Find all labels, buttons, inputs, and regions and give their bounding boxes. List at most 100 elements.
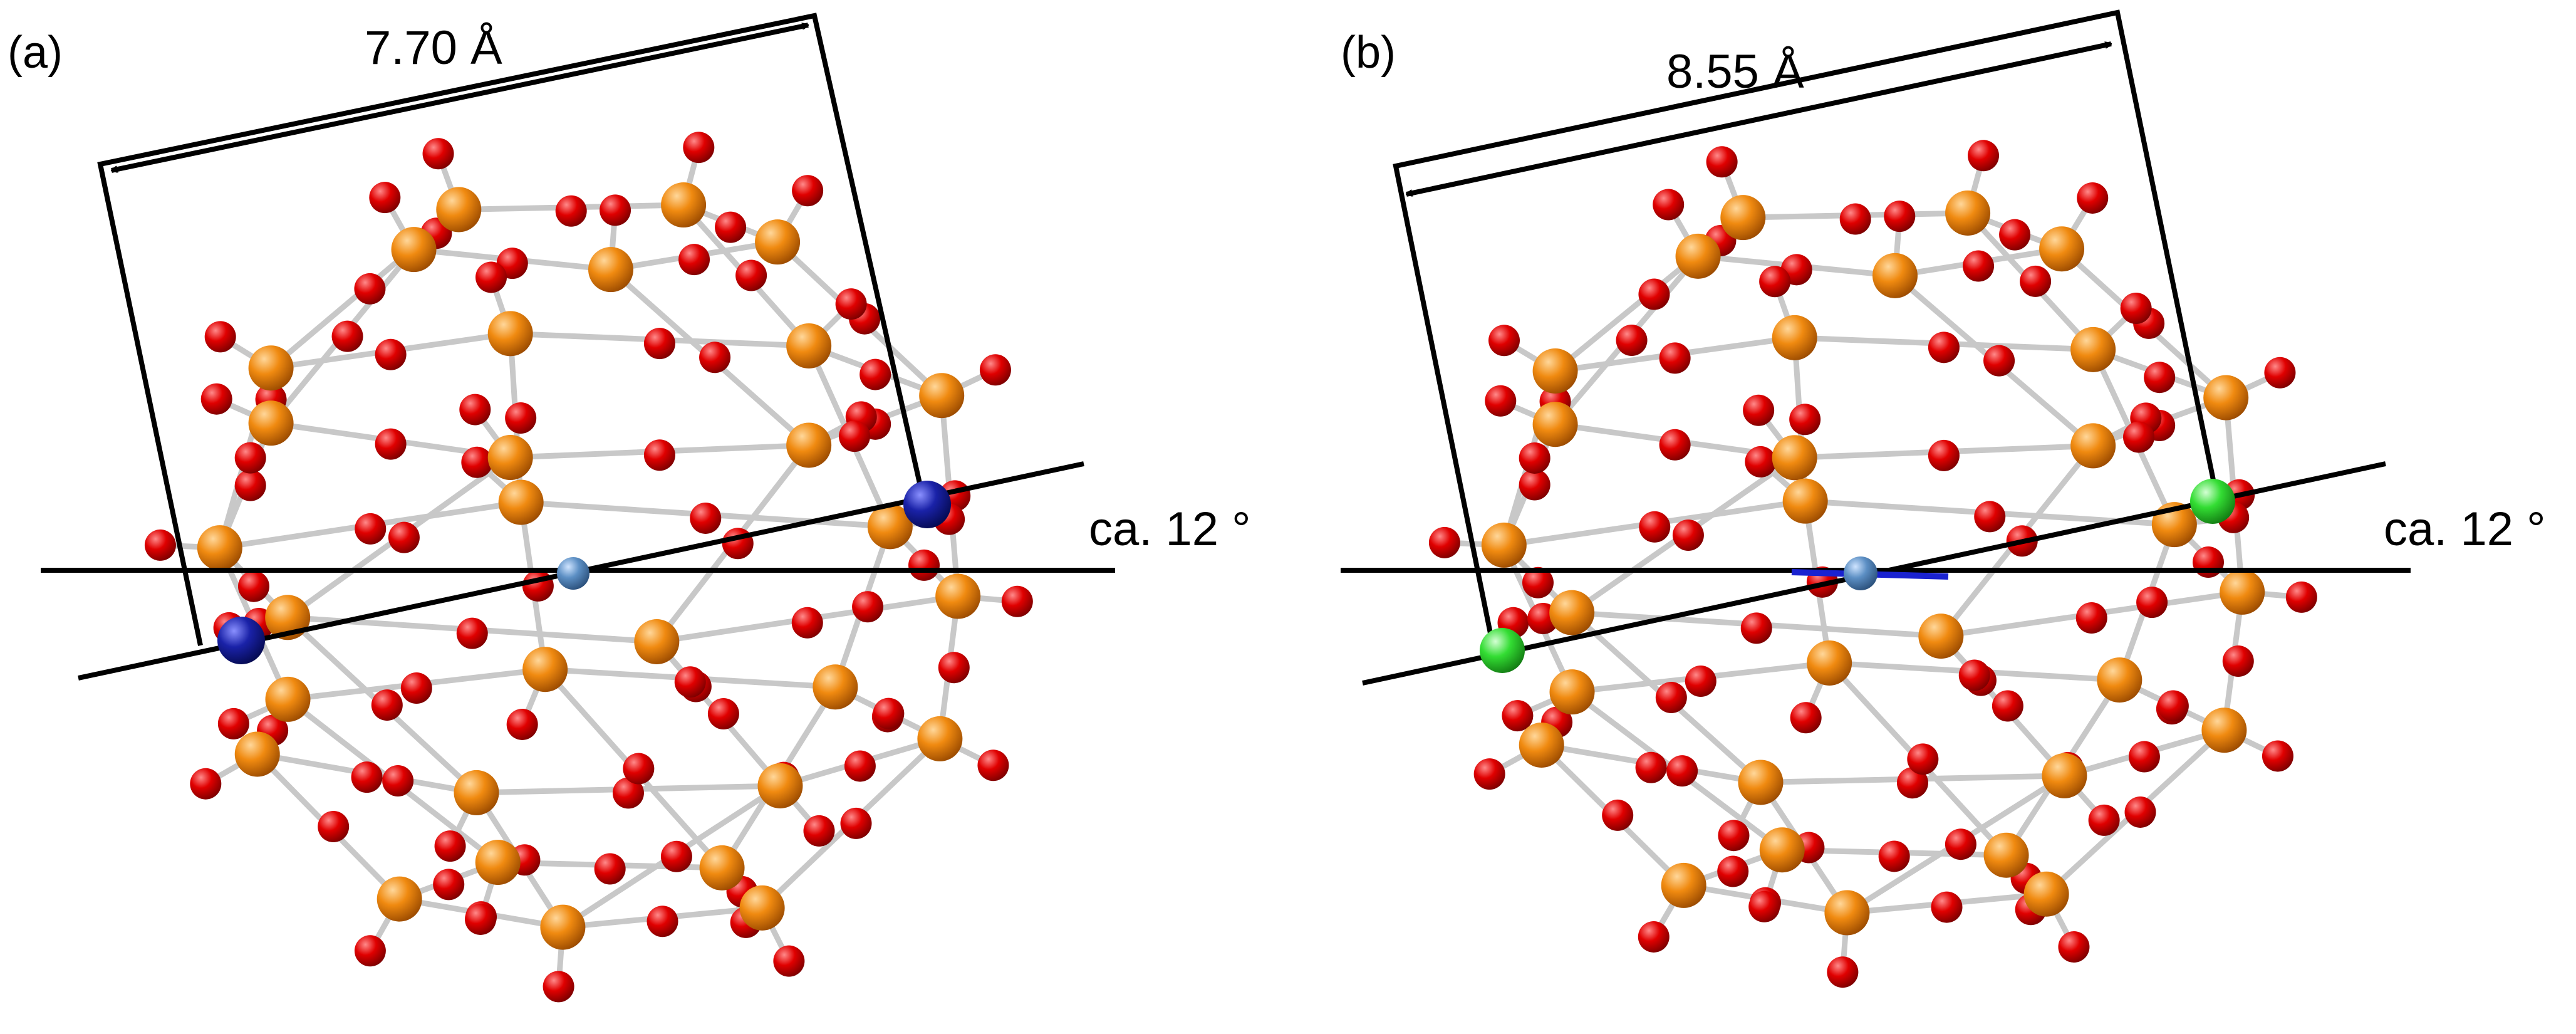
oxygen-atom [2088, 804, 2120, 836]
metal-atom [2039, 226, 2085, 272]
oxygen-atom [1992, 690, 2023, 722]
oxygen-atom [2120, 293, 2152, 325]
oxygen-atom [1639, 511, 1671, 543]
oxygen-atom [840, 807, 872, 839]
oxygen-atom [1968, 140, 2000, 172]
oxygen-atom [204, 321, 236, 353]
oxygen-atom [844, 750, 876, 782]
oxygen-atom [1638, 921, 1670, 953]
atoms-a [144, 132, 1033, 1003]
oxygen-atom [234, 469, 266, 501]
oxygen-atom [461, 446, 493, 478]
oxygen-atom [1748, 890, 1780, 922]
metal-atom [2220, 569, 2265, 615]
oxygen-atom [1963, 250, 1995, 282]
oxygen-atom [643, 328, 675, 360]
oxygen-atom [860, 358, 891, 390]
oxygen-atom [434, 830, 466, 862]
oxygen-atom [355, 513, 387, 545]
oxygen-atom [1745, 446, 1777, 478]
oxygen-atom [643, 439, 675, 471]
metal-atom [2070, 423, 2116, 469]
metal-atom [919, 373, 965, 419]
oxygen-atom [331, 320, 363, 352]
oxygen-atom [433, 869, 465, 901]
metal-atom [755, 219, 801, 265]
oxygen-atom [2128, 741, 2160, 773]
oxygen-atom [1519, 442, 1550, 474]
metal-atom [2070, 326, 2116, 372]
metal-atom [634, 619, 680, 664]
metal-atom [2203, 375, 2249, 420]
metal-atom [786, 422, 832, 468]
oxygen-atom [1928, 332, 1960, 363]
oxygen-atom [1672, 519, 1704, 551]
metal-atom [1824, 890, 1870, 936]
metal-atom [1661, 862, 1706, 908]
panel-label: (a) [8, 28, 63, 78]
metal-atom [436, 187, 482, 232]
measurement-overlay-a [41, 13, 1115, 681]
oxygen-atom [979, 354, 1011, 386]
oxygen-atom [1928, 439, 1960, 471]
oxygen-atom [612, 777, 644, 809]
distance-label: 7.70 Å [365, 21, 502, 75]
metal-atom [1675, 233, 1721, 279]
panel-a: (a) 7.70 Å ca. 12 ° [8, 13, 1251, 1003]
oxygen-atom [459, 394, 491, 426]
oxygen-atom [1616, 325, 1648, 357]
metal-atom [588, 247, 633, 293]
oxygen-atom [234, 442, 266, 474]
metal-atom [1532, 348, 1578, 394]
oxygen-atom [1485, 385, 1517, 417]
angle-label: ca. 12 ° [1089, 503, 1251, 556]
oxygen-atom [555, 195, 587, 227]
oxygen-atom [1958, 659, 1990, 691]
oxygen-atom [1685, 666, 1716, 697]
metal-atom [2201, 708, 2247, 753]
oxygen-atom [1999, 219, 2031, 251]
oxygen-atom [1473, 758, 1505, 790]
oxygen-atom [1635, 751, 1667, 783]
oxygen-atom [735, 259, 767, 291]
oxygen-atom [456, 617, 488, 649]
metal-atom [757, 763, 803, 808]
oxygen-atom [2157, 690, 2189, 722]
heteroatom-right [2190, 479, 2235, 524]
oxygen-atom [522, 570, 554, 602]
oxygen-atom [2077, 182, 2109, 214]
oxygen-atom [1428, 526, 1460, 558]
oxygen-atom [2193, 546, 2225, 578]
oxygen-atom [908, 549, 940, 581]
metal-atom [1481, 522, 1527, 568]
oxygen-atom [1659, 342, 1691, 374]
oxygen-atom [1907, 743, 1939, 775]
oxygen-atom [835, 288, 867, 320]
oxygen-atom [1983, 345, 2015, 377]
oxygen-atom [369, 182, 401, 214]
metal-atom [867, 504, 913, 550]
oxygen-atom [1602, 799, 1634, 831]
oxygen-atom [660, 840, 692, 872]
metal-atom [917, 716, 963, 761]
metal-atom [1872, 253, 1918, 298]
metal-atom [2023, 871, 2069, 917]
metal-atom [2097, 657, 2142, 703]
oxygen-atom [2264, 357, 2296, 389]
oxygen-atom [678, 244, 710, 276]
oxygen-atom [1743, 394, 1775, 426]
metal-atom [739, 885, 785, 931]
metal-atom [1738, 760, 1784, 805]
oxygen-atom [388, 521, 420, 553]
panel-label: (b) [1341, 28, 1396, 78]
oxygen-atom [722, 528, 754, 560]
oxygen-atom [647, 906, 678, 937]
distance-label: 8.55 Å [1666, 45, 1804, 98]
heteroatom-left [1480, 628, 1525, 673]
oxygen-atom [2020, 265, 2052, 297]
metal-atom [786, 323, 832, 368]
oxygen-atom [791, 607, 823, 639]
oxygen-atom [2136, 587, 2168, 619]
central-atom [1844, 556, 1877, 590]
oxygen-atom [1789, 404, 1821, 436]
